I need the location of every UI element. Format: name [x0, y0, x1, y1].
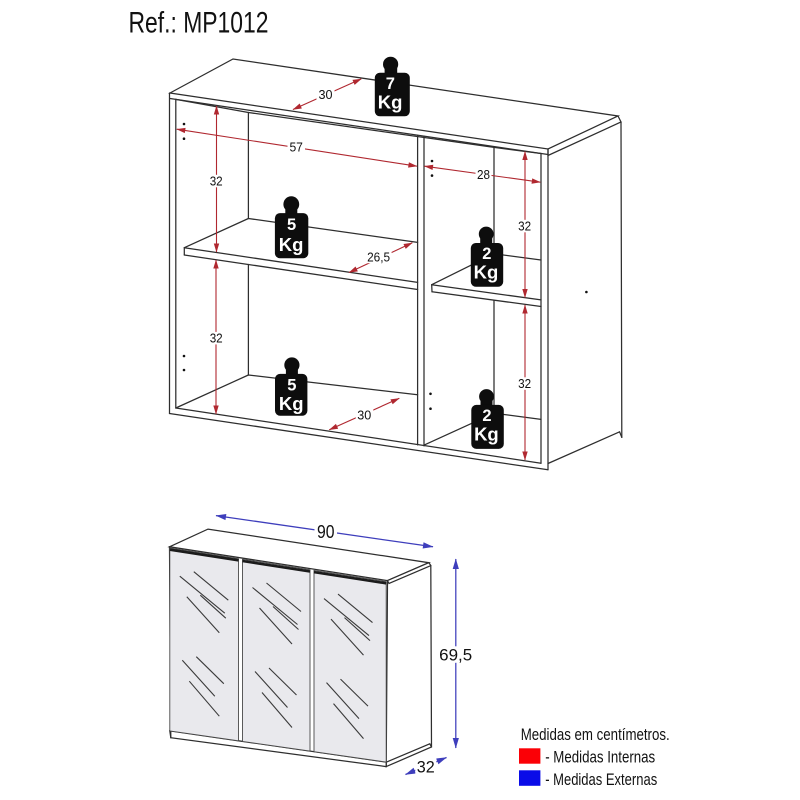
svg-text:- Medidas Internas: - Medidas Internas [545, 749, 655, 767]
svg-text:32: 32 [518, 219, 531, 234]
svg-text:32: 32 [518, 376, 531, 391]
svg-text:- Medidas Externas: - Medidas Externas [545, 771, 657, 789]
svg-text:30: 30 [357, 407, 371, 422]
svg-text:28: 28 [477, 167, 490, 182]
svg-text:32: 32 [210, 174, 223, 189]
svg-text:32: 32 [417, 758, 435, 777]
svg-text:Ref.: MP1012: Ref.: MP1012 [129, 7, 269, 40]
svg-text:30: 30 [319, 87, 333, 102]
svg-text:69,5: 69,5 [439, 646, 472, 665]
svg-text:7: 7 [386, 75, 395, 93]
svg-text:Kg: Kg [279, 234, 304, 255]
svg-text:57: 57 [289, 140, 303, 155]
svg-text:Kg: Kg [279, 393, 304, 414]
svg-text:Kg: Kg [474, 262, 499, 283]
svg-text:Medidas em centímetros.: Medidas em centímetros. [521, 726, 670, 744]
svg-text:26,5: 26,5 [367, 249, 390, 264]
svg-text:2: 2 [482, 245, 491, 263]
svg-text:Kg: Kg [378, 92, 403, 113]
svg-text:Kg: Kg [474, 424, 499, 445]
svg-text:2: 2 [482, 407, 491, 425]
svg-text:32: 32 [210, 331, 223, 346]
svg-text:90: 90 [317, 522, 335, 542]
svg-text:5: 5 [287, 216, 296, 234]
svg-text:5: 5 [287, 376, 296, 394]
